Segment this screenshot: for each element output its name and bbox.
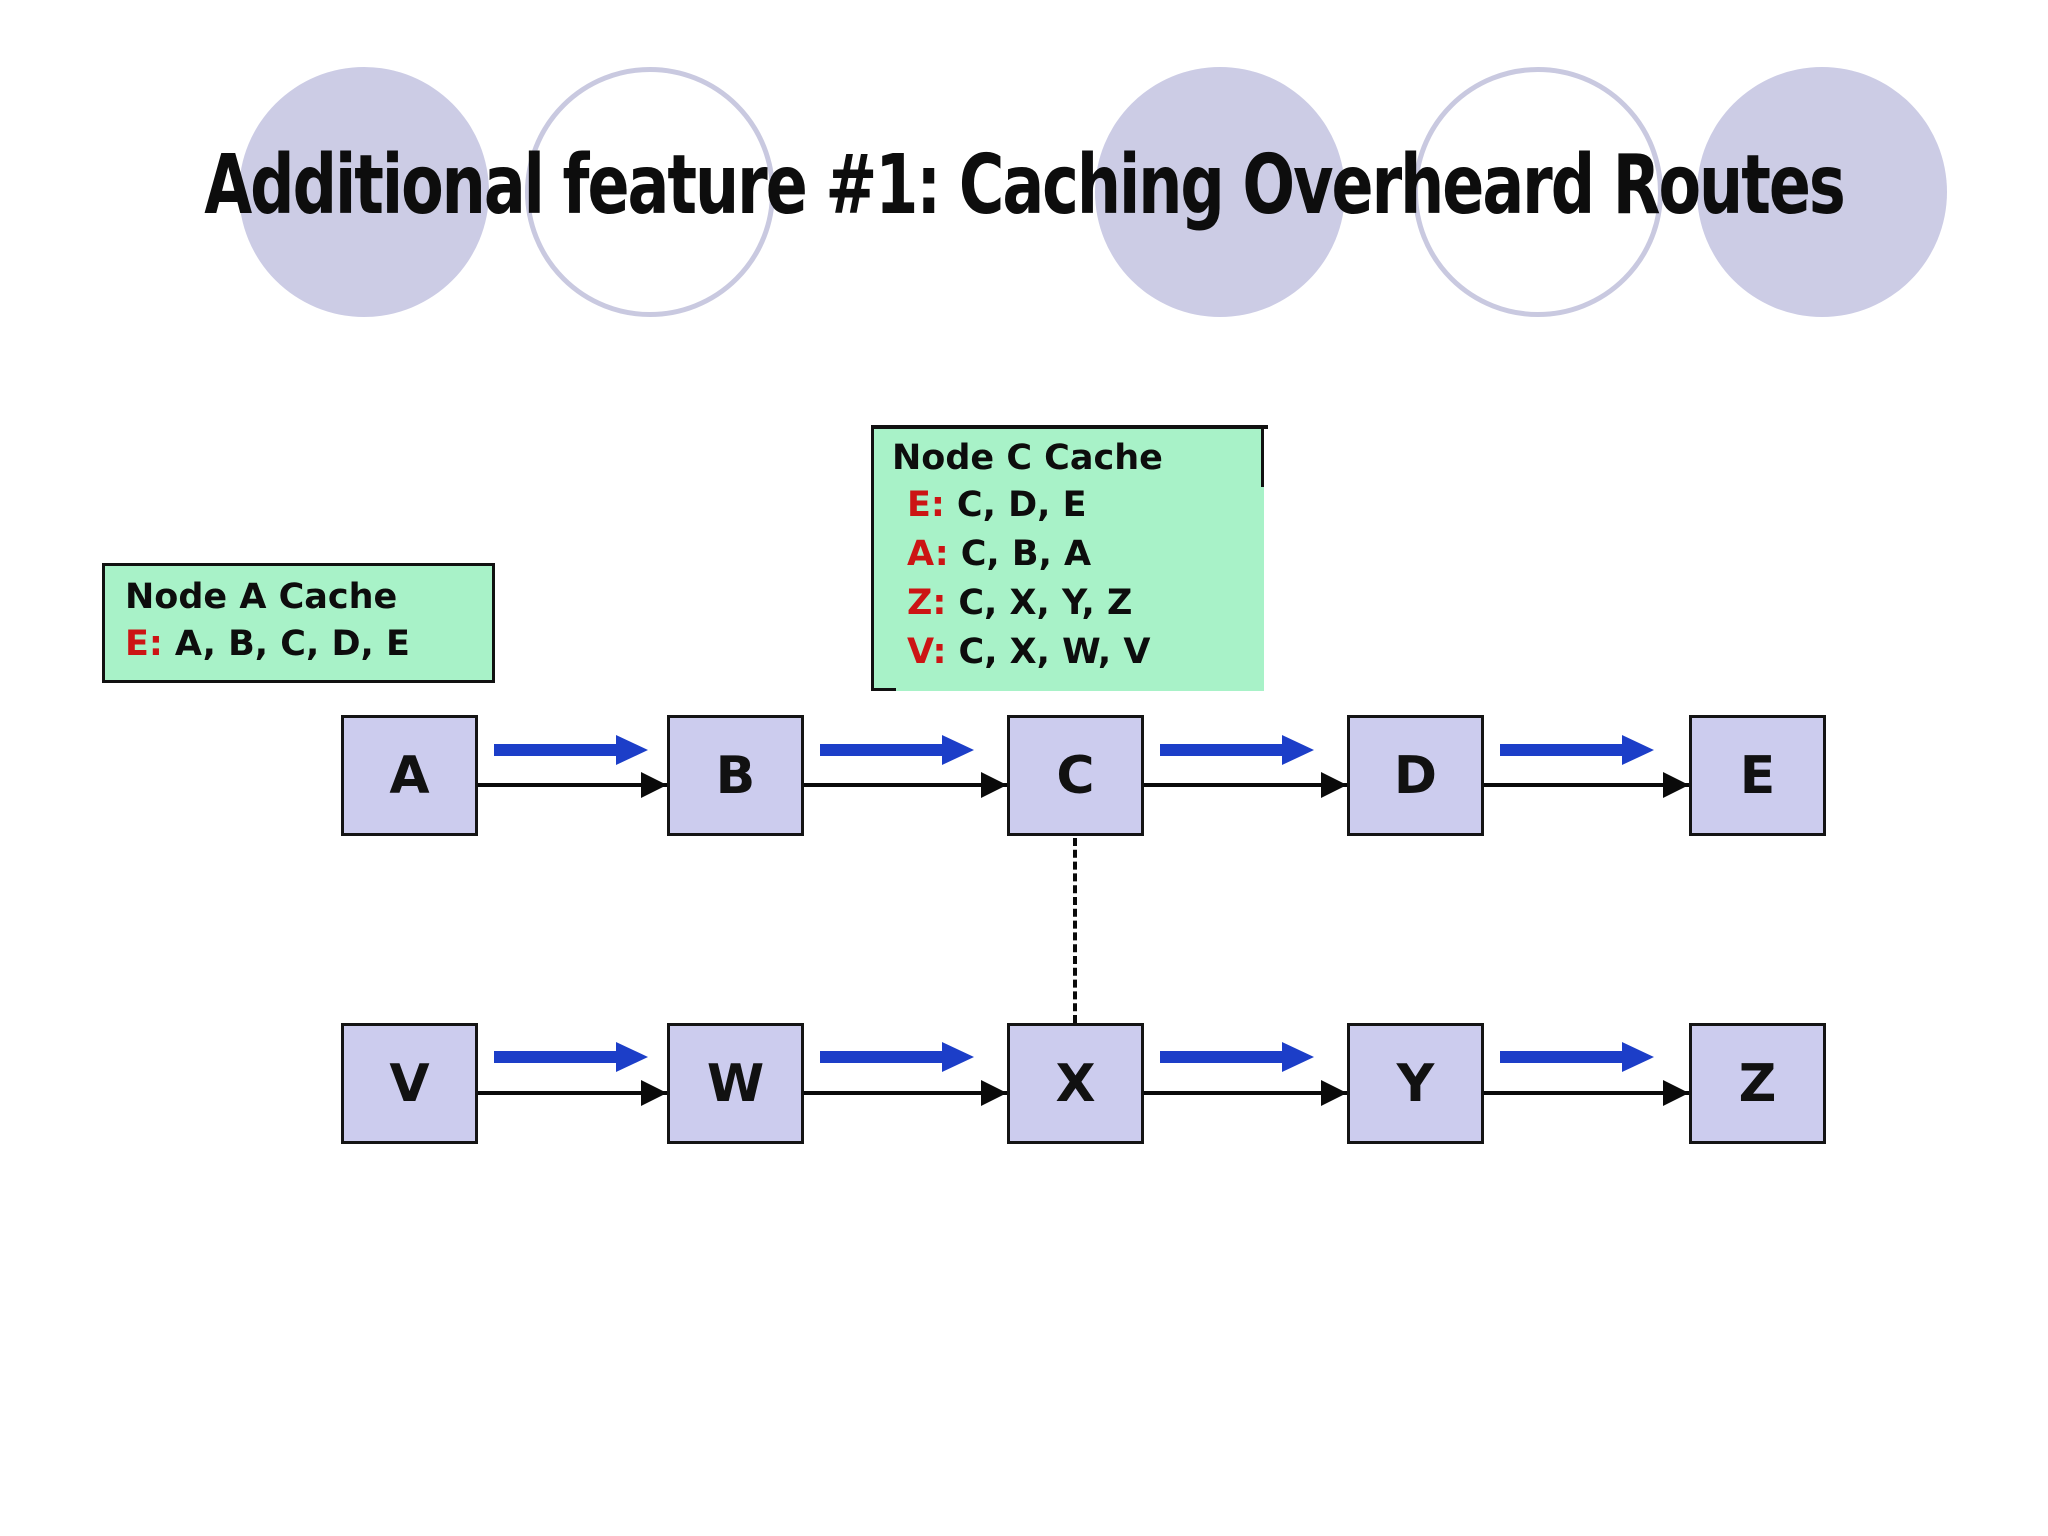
route-arrow-d-e-head-icon: [1622, 735, 1654, 765]
route-arrow-c-d: [1160, 744, 1282, 756]
link-c-d: [1144, 783, 1347, 787]
link-w-x-arrowhead-icon: [981, 1080, 1007, 1106]
cache-entry-route: C, X, Y, Z: [958, 583, 1133, 623]
node-a-cache-title: Node A Cache: [125, 577, 398, 617]
overhear-link-c-x: [1073, 838, 1077, 1023]
slide-title-text: Additional feature #1: Caching Overheard…: [204, 136, 1846, 233]
route-arrow-b-c-head-icon: [942, 735, 974, 765]
node-x: X: [1007, 1023, 1144, 1144]
cache-entry-route: C, B, A: [960, 534, 1092, 574]
cache-entry-key: Z:: [907, 583, 947, 623]
link-a-b-arrowhead-icon: [641, 772, 667, 798]
route-arrow-a-b: [494, 744, 616, 756]
decor-circle-outline-2: [1413, 67, 1663, 317]
node-c: C: [1007, 715, 1144, 836]
cache-entry-key: V:: [907, 632, 947, 672]
node-z: Z: [1689, 1023, 1826, 1144]
route-arrow-w-x: [820, 1051, 942, 1063]
node-v: V: [341, 1023, 478, 1144]
node-c-cache-entry: Z: C, X, Y, Z: [871, 579, 1264, 628]
route-arrow-d-e: [1500, 744, 1622, 756]
node-a-cache-box: Node A Cache E: A, B, C, D, E: [102, 563, 495, 683]
link-v-w: [478, 1091, 667, 1095]
decor-circle-filled-2: [1095, 67, 1345, 317]
node-e: E: [1689, 715, 1826, 836]
cache-c-border-right-stub: [1261, 425, 1264, 487]
link-b-c: [804, 783, 1007, 787]
node-c-cache-title: Node C Cache: [892, 438, 1163, 478]
link-x-y-arrowhead-icon: [1321, 1080, 1347, 1106]
cache-c-border-left: [871, 425, 874, 691]
slide-title: Additional feature #1: Caching Overheard…: [0, 136, 2048, 232]
cache-c-border-top: [871, 425, 1268, 429]
route-arrow-c-d-head-icon: [1282, 735, 1314, 765]
cache-entry-route: A, B, C, D, E: [174, 624, 410, 664]
link-c-d-arrowhead-icon: [1321, 772, 1347, 798]
route-arrow-x-y: [1160, 1051, 1282, 1063]
node-c-cache-entry: V: C, X, W, V: [871, 628, 1264, 677]
route-arrow-a-b-head-icon: [616, 735, 648, 765]
route-arrow-v-w-head-icon: [616, 1042, 648, 1072]
route-arrow-b-c: [820, 744, 942, 756]
link-y-z: [1484, 1091, 1689, 1095]
route-arrow-y-z: [1500, 1051, 1622, 1063]
cache-entry-route: C, D, E: [956, 485, 1087, 525]
route-arrow-y-z-head-icon: [1622, 1042, 1654, 1072]
node-b: B: [667, 715, 804, 836]
link-w-x: [804, 1091, 1007, 1095]
route-arrow-v-w: [494, 1051, 616, 1063]
node-c-cache-entry: E: C, D, E: [871, 481, 1264, 530]
link-d-e: [1484, 783, 1689, 787]
node-a: A: [341, 715, 478, 836]
link-v-w-arrowhead-icon: [641, 1080, 667, 1106]
cache-entry-key: E:: [125, 624, 163, 664]
cache-c-border-bottom-stub: [871, 688, 896, 691]
decor-circle-filled-1: [239, 67, 489, 317]
node-w: W: [667, 1023, 804, 1144]
decor-circle-filled-3: [1697, 67, 1947, 317]
node-y: Y: [1347, 1023, 1484, 1144]
route-arrow-w-x-head-icon: [942, 1042, 974, 1072]
cache-entry-key: A:: [907, 534, 949, 574]
link-x-y: [1144, 1091, 1347, 1095]
node-d: D: [1347, 715, 1484, 836]
link-a-b: [478, 783, 667, 787]
link-b-c-arrowhead-icon: [981, 772, 1007, 798]
cache-entry-key: E:: [907, 485, 945, 525]
node-c-cache-entry: A: C, B, A: [871, 530, 1264, 579]
node-c-cache-box: Node C Cache E: C, D, E A: C, B, A Z: C, X,…: [871, 427, 1264, 691]
route-arrow-x-y-head-icon: [1282, 1042, 1314, 1072]
cache-entry-route: C, X, W, V: [958, 632, 1151, 672]
node-a-cache-entry: E: A, B, C, D, E: [125, 621, 492, 668]
link-d-e-arrowhead-icon: [1663, 772, 1689, 798]
decor-circle-outline-1: [525, 67, 775, 317]
link-y-z-arrowhead-icon: [1663, 1080, 1689, 1106]
